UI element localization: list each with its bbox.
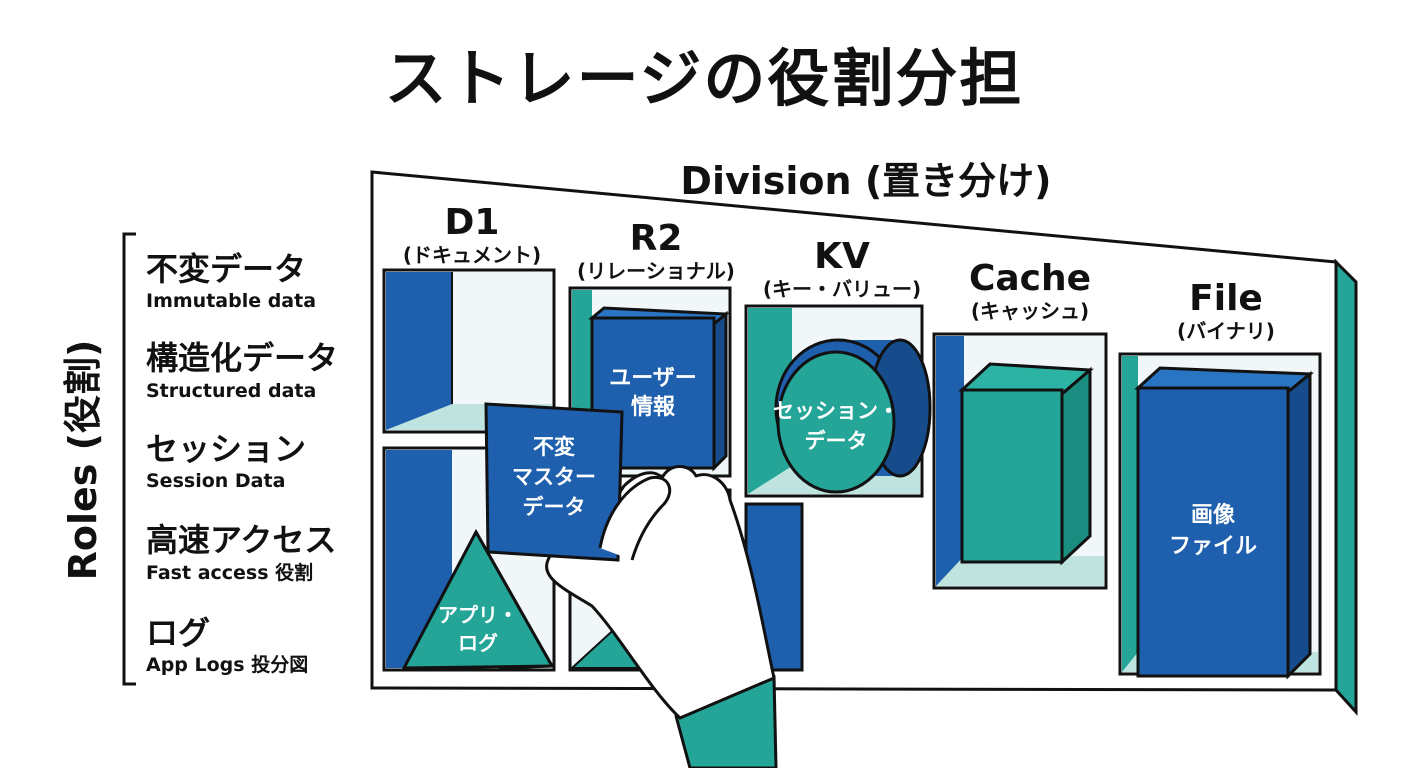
role-sublabel: Immutable data (146, 290, 316, 312)
storage-sub: (ドキュメント) (403, 243, 541, 267)
immutable-master-label: マスター (512, 465, 596, 489)
session-data-label: データ (805, 429, 868, 453)
role-sublabel: App Logs 投分図 (146, 653, 308, 676)
hand-thumb (598, 475, 672, 561)
storage-name: D1 (445, 202, 500, 243)
app-log-pyramid: アプリ・ ログ (401, 528, 555, 670)
roles-bracket (122, 232, 136, 686)
role-label: ログ (146, 614, 210, 652)
storage-sub: (キー・バリュー) (763, 277, 921, 301)
role-sublabel: Fast access 役割 (146, 561, 313, 584)
image-file-label: 画像 (1191, 502, 1236, 528)
role-sublabel: Session Data (146, 470, 285, 492)
immutable-master-card: 不変 マスター データ (484, 402, 624, 562)
role-label: セッション (146, 430, 306, 468)
user-info-label: ユーザー (609, 366, 697, 391)
storage-sub: (リレーショナル) (577, 259, 735, 283)
role-label: 不変データ (146, 250, 306, 288)
immutable-master-label: 不変 (533, 435, 575, 459)
image-file-label: ファイル (1169, 534, 1257, 559)
role-sublabel: Structured data (146, 380, 316, 402)
session-data-cylinder: セッション・ データ (773, 338, 932, 494)
storage-name: R2 (630, 218, 683, 259)
storage-sub: (バイナリ) (1177, 319, 1275, 343)
app-log-label: ログ (458, 631, 498, 655)
session-data-label: セッション・ (773, 399, 899, 423)
image-file-box: 画像 ファイル (1134, 366, 1315, 680)
role-label: 高速アクセス (146, 521, 336, 559)
storage-name: Cache (969, 258, 1091, 299)
division-label: Division (置き分け) (680, 159, 1051, 203)
role-label: 構造化データ (146, 339, 338, 377)
cache-cube (958, 362, 1094, 566)
storage-headers: D1 (ドキュメント) R2 (リレーショナル) KV (キー・バリュー) Ca… (403, 202, 1275, 343)
user-info-label: 情報 (631, 394, 676, 420)
immutable-master-label: データ (523, 495, 586, 519)
storage-name: KV (814, 236, 870, 277)
roles-label: Roles (役割) (61, 340, 105, 581)
app-log-label: アプリ・ (438, 603, 518, 627)
hand-illustration (545, 465, 778, 768)
page-title: ストレージの役割分担 (384, 42, 1024, 115)
storage-sub: (キャッシュ) (971, 299, 1089, 323)
storage-name: File (1189, 278, 1263, 319)
role-list: 不変データ Immutable data 構造化データ Structured d… (146, 250, 338, 676)
board-side (1334, 258, 1358, 716)
